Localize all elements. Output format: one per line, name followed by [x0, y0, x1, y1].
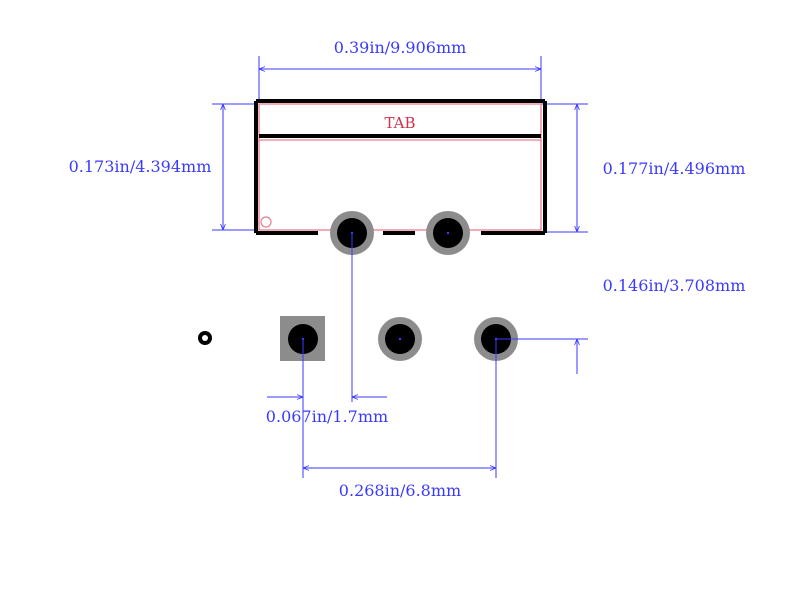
pin-span-dimension: 0.268in/6.8mm: [302, 339, 497, 500]
pin-span-label: 0.268in/6.8mm: [339, 481, 461, 500]
body-height-right-dimension: 0.177in/4.496mm: [498, 103, 746, 233]
pad-upper-2: [426, 211, 470, 255]
pad-lower-2: [378, 317, 422, 361]
tab-label: TAB: [384, 114, 415, 132]
package-body: TAB: [254, 99, 547, 235]
body-height-right-label: 0.177in/4.496mm: [603, 159, 746, 178]
body-width-dimension: 0.39in/9.906mm: [258, 38, 542, 100]
pin-pitch-label: 0.067in/1.7mm: [266, 407, 388, 426]
pin-pitch-dimension: 0.067in/1.7mm: [266, 233, 388, 426]
body-height-left-label: 0.173in/4.394mm: [69, 157, 212, 176]
courtyard-outline: [258, 103, 542, 231]
body-width-label: 0.39in/9.906mm: [334, 38, 467, 57]
pin1-indicator-icon: [260, 216, 272, 228]
body-height-left-dimension: 0.173in/4.394mm: [69, 103, 256, 231]
pin1-orientation-marker-icon: [198, 331, 212, 345]
row-offset-dimension: 0.146in/3.708mm: [496, 276, 745, 374]
row-offset-label: 0.146in/3.708mm: [603, 276, 746, 295]
